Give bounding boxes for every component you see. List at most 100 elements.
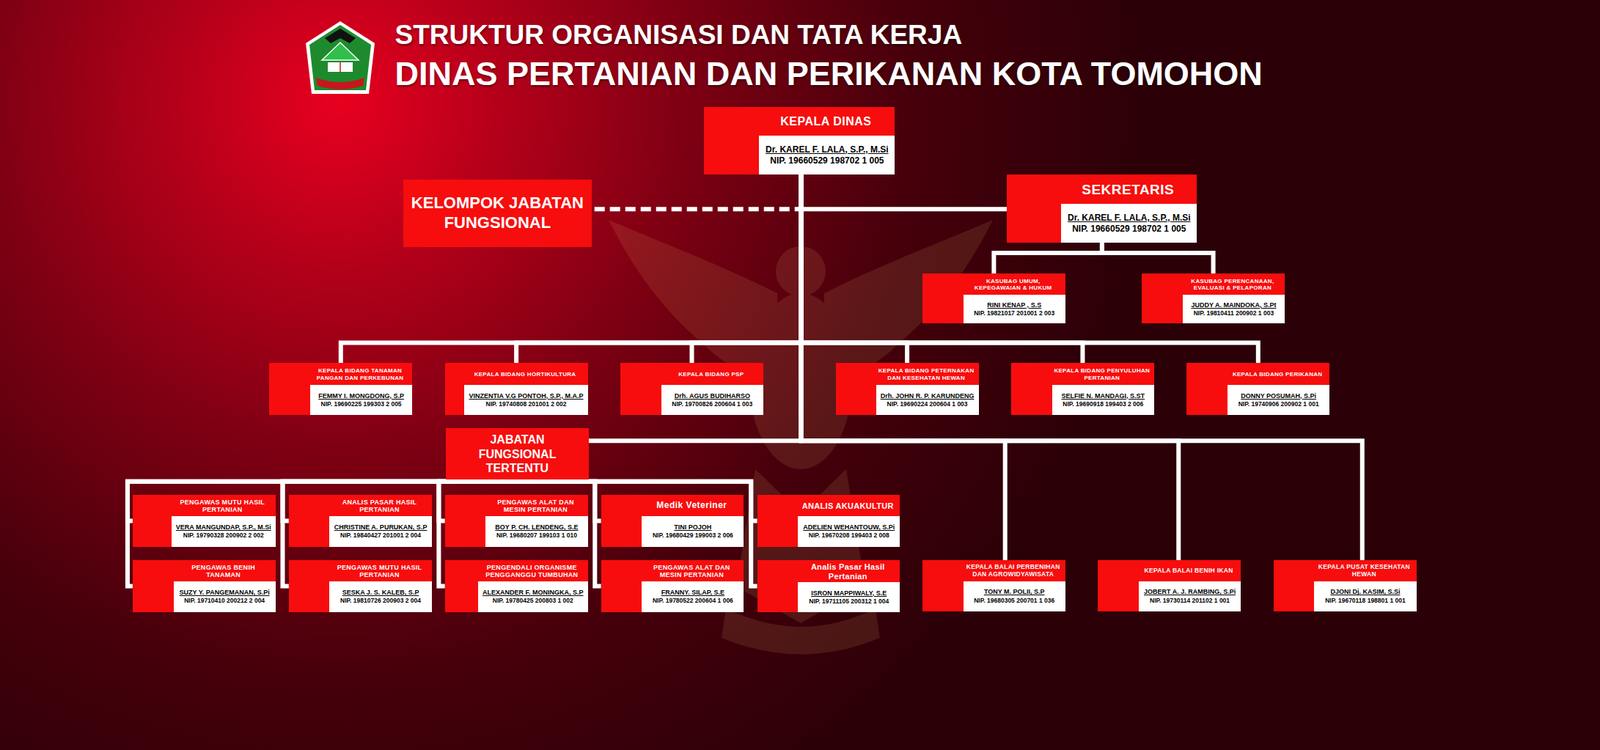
employee-number: NIP. 19740808 201001 2 002	[467, 400, 584, 409]
official-name: SELFIE N. MANDAGI, S.ST	[1055, 392, 1151, 401]
employee-number: NIP. 19840427 201001 2 004	[332, 531, 428, 540]
position-box: PENGAWAS ALAT DAN MESIN PERTANIAN BOY P. …	[445, 494, 589, 548]
position-title: KEPALA BIDANG PETERNAKAN DAN KESEHATAN H…	[876, 367, 977, 381]
position-box: PENGAWAS ALAT DAN MESIN PERTANIAN FRANNY.…	[601, 560, 745, 613]
official-name: JUDDY A. MAINDOKA, S.Pt	[1186, 301, 1282, 310]
employee-number: NIP. 19710410 200212 2 004	[177, 596, 273, 605]
official-name: BOY P. CH. LENDENG, S.E	[489, 523, 584, 532]
position-box: PENGAWAS MUTU HASIL PERTANIAN VERA MANGUN…	[132, 494, 276, 548]
employee-number: NIP. 19660529 198702 1 005	[762, 155, 891, 167]
official-name: CHRISTINE A. PURUKAN, S.P	[332, 523, 428, 532]
employee-number: NIP. 19690224 200604 1 003	[879, 400, 976, 409]
official-name: ISRON MAPPIWALY, S.E	[801, 589, 897, 598]
employee-number: NIP. 19740906 200902 1 001	[1231, 400, 1326, 409]
position-box: KASUBAG UMUM, KEPEGAWAIAN & HUKUM RINI KE…	[922, 273, 1066, 324]
connector	[800, 174, 1005, 561]
position-title: ANALIS AKUAKULTUR	[802, 501, 894, 512]
official-name: VERA MANGUNDAP, S.P., M.Si	[175, 523, 273, 532]
position-box: KEPALA PUSAT KESEHATAN HEWAN DJONI Dj. KA…	[1273, 560, 1417, 612]
position-box: KELOMPOK JABATAN FUNGSIONAL	[403, 179, 592, 248]
official-name: Drh. AGUS BUDIHARSO	[665, 392, 760, 401]
position-title: PENGENDALI ORGANISME PENGGANGGU TUMBUHAN	[478, 563, 586, 580]
employee-number: NIP. 19670118 198801 1 001	[1317, 596, 1413, 605]
position-box: KEPALA BALAI PERBENIHAN DAN AGROWIDYAWIS…	[922, 560, 1066, 612]
connector	[993, 242, 1103, 274]
position-box: JABATAN FUNGSIONAL TERTENTU	[445, 428, 589, 480]
position-box: SEKRETARISDr. KAREL F. LALA, S.P., M.SiN…	[1006, 174, 1197, 243]
official-name: FRANNY. SILAP, S.E	[645, 588, 740, 597]
official-name: FEMMY I. MONGDONG, S.P	[313, 392, 409, 401]
position-title: KASUBAG UMUM, KEPEGAWAIAN & HUKUM	[963, 277, 1064, 292]
official-name: SUZY Y. PANGEMANAN, S.Pi	[177, 588, 273, 597]
connector	[800, 174, 1007, 209]
employee-number: NIP. 19780522 200604 1 006	[645, 596, 740, 605]
position-title: ANALIS PASAR HASIL PERTANIAN	[329, 498, 429, 515]
connector	[691, 174, 801, 363]
page-subtitle: DINAS PERTANIAN DAN PERIKANAN KOTA TOMOH…	[395, 55, 1263, 93]
position-title: KEPALA BIDANG PENYULUHAN PERTANIAN	[1052, 367, 1152, 381]
connector	[800, 174, 1362, 561]
official-name: Drh. JOHN R. P. KARUNDENG	[879, 392, 976, 401]
employee-number: NIP. 19810411 200902 1 003	[1186, 309, 1282, 318]
position-title: PENGAWAS ALAT DAN MESIN PERTANIAN	[641, 563, 742, 580]
employee-number: NIP. 19700826 200604 1 003	[665, 400, 760, 409]
position-box: KASUBAG PERENCANAAN, EVALUASI & PELAPORA…	[1141, 273, 1285, 324]
position-title: KEPALA PUSAT KESEHATAN HEWAN	[1314, 563, 1414, 579]
official-name: TINI POJOH	[645, 523, 740, 532]
position-box: KEPALA BIDANG PERIKANAN DONNY POSUMAH, S.…	[1186, 362, 1330, 416]
position-box: PENGENDALI ORGANISME PENGGANGGU TUMBUHAN…	[445, 560, 589, 613]
position-box: KEPALA BIDANG PENYULUHAN PERTANIAN SELFIE…	[1011, 362, 1155, 416]
official-name: DJONI Dj. KASIM, S.Si	[1317, 588, 1413, 597]
connector	[1102, 242, 1214, 274]
employee-number: NIP. 19810726 200903 2 004	[332, 596, 428, 605]
position-title: KEPALA BIDANG PERIKANAN	[1232, 371, 1323, 378]
position-title: KEPALA BIDANG TANAMAN PANGAN DAN PERKEBU…	[310, 367, 410, 381]
connector	[800, 174, 908, 363]
official-name: VINZENTIA V.G PONTOH, S.P., M.A.P	[467, 392, 584, 401]
position-box: KEPALA BIDANG PSP Drh. AGUS BUDIHARSONIP.…	[620, 362, 764, 416]
position-title: PENGAWAS MUTU HASIL PERTANIAN	[171, 498, 274, 515]
connector	[340, 174, 802, 363]
position-box: PENGAWAS MUTU HASIL PERTANIANSESKA J. S.…	[288, 560, 432, 613]
official-name: ADELIEN WEHANTOUW, S.Pi	[801, 523, 897, 532]
employee-number: NIP. 19680305 200701 1 036	[967, 596, 1062, 605]
position-title: KEPALA BIDANG PSP	[678, 371, 744, 378]
position-title: SEKRETARIS	[1081, 181, 1174, 198]
position-box: KEPALA BIDANG TANAMAN PANGAN DAN PERKEBU…	[269, 362, 413, 416]
position-title: KASUBAG PERENCANAAN, EVALUASI & PELAPORA…	[1182, 277, 1283, 292]
position-box: ANALIS PASAR HASIL PERTANIAN CHRISTINE A.…	[288, 494, 432, 548]
connector	[588, 174, 801, 441]
position-box: Analis Pasar Hasil PertanianISRON MAPPIW…	[757, 560, 901, 613]
position-title: KEPALA DINAS	[780, 115, 872, 129]
position-title: Medik Veteriner	[656, 500, 727, 512]
position-box: KEPALA BIDANG PETERNAKAN DAN KESEHATAN H…	[835, 362, 979, 416]
official-name: TONY M. POLII, S.P	[967, 588, 1062, 597]
employee-number: NIP. 19660529 198702 1 005	[1064, 223, 1194, 235]
official-name: Dr. KAREL F. LALA, S.P., M.Si	[762, 144, 891, 156]
official-name: RINI KENAP , S.S	[967, 301, 1062, 310]
employee-number: NIP. 19680429 199003 2 006	[645, 531, 740, 540]
employee-number: NIP. 19711105 200312 1 004	[801, 597, 897, 606]
position-box: Medik VeterinerTINI POJOHNIP. 19680429 1…	[601, 494, 745, 548]
position-box: KEPALA BALAI BENIH IKANJOBERT A. J. RAMB…	[1097, 560, 1241, 612]
employee-number: NIP. 19730114 201102 1 001	[1142, 596, 1238, 605]
employee-number: NIP. 19690918 199403 2 006	[1055, 400, 1151, 409]
group-title: JABATAN FUNGSIONAL TERTENTU	[451, 432, 583, 476]
connector	[800, 174, 1258, 363]
position-title: PENGAWAS ALAT DAN MESIN PERTANIAN	[485, 498, 586, 515]
official-name: ALEXANDER F. MONINGKA, S.P	[481, 588, 585, 597]
employee-number: NIP. 19790328 200902 2 002	[175, 531, 273, 540]
employee-number: NIP. 19780425 200803 1 002	[481, 596, 585, 605]
position-title: KEPALA BALAI PERBENIHAN DAN AGROWIDYAWIS…	[963, 563, 1064, 579]
official-name: SESKA J. S. KALEB, S.P	[332, 588, 428, 597]
position-title: KEPALA BIDANG HORTIKULTURA	[474, 371, 577, 378]
employee-number: NIP. 19821017 201001 2 003	[967, 309, 1062, 318]
position-box: PENGAWAS BENIH TANAMAN SUZY Y. PANGEMANAN…	[132, 560, 276, 613]
employee-number: NIP. 19670208 199403 2 008	[801, 531, 897, 540]
official-name: JOBERT A. J. RAMBING, S.Pi	[1142, 588, 1238, 597]
official-name: DONNY POSUMAH, S.Pi	[1231, 392, 1326, 401]
position-box: KEPALA DINAS Dr. KAREL F. LALA, S.P., M.S…	[703, 107, 895, 175]
connector	[591, 174, 801, 209]
position-title: PENGAWAS BENIH TANAMAN	[173, 563, 274, 580]
